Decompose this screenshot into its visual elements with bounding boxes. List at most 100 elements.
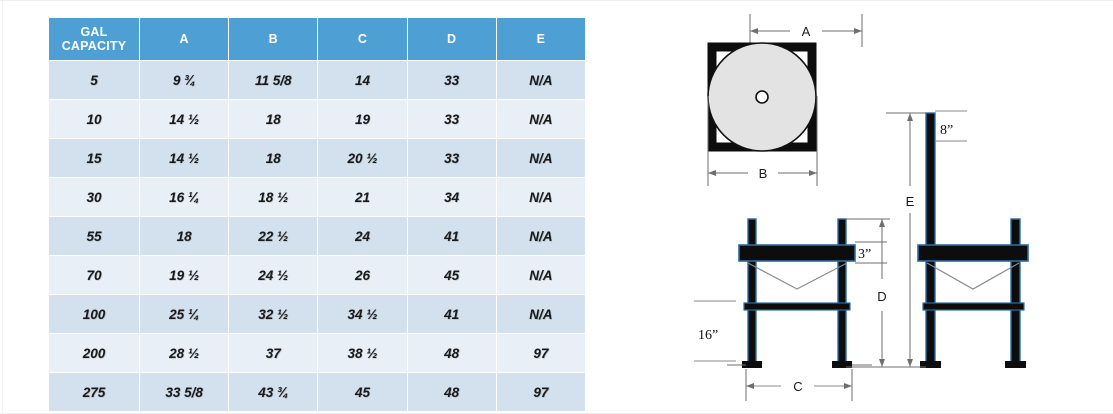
dimension-c-arrow-right bbox=[844, 383, 852, 389]
cell-a: 28 ½ bbox=[138, 333, 230, 373]
cell-e: N/A bbox=[495, 138, 587, 178]
cell-capacity: 70 bbox=[48, 255, 140, 295]
cell-capacity: 100 bbox=[48, 294, 140, 334]
dimension-b-arrow-left bbox=[708, 170, 716, 176]
cell-a: 14 ½ bbox=[138, 99, 230, 139]
table-row: 15 14 ½ 18 20 ½ 33 N/A bbox=[48, 138, 587, 178]
cell-d: 33 bbox=[406, 60, 497, 100]
dimension-e-group: E bbox=[882, 112, 926, 368]
cell-capacity: 5 bbox=[48, 60, 140, 100]
cell-a: 18 bbox=[138, 216, 230, 256]
right-stand-top-beam bbox=[917, 244, 1029, 262]
cell-a: 16 ¼ bbox=[138, 177, 230, 217]
table-row: 55 18 22 ½ 24 41 N/A bbox=[48, 216, 587, 256]
cell-b: 37 bbox=[228, 333, 319, 373]
dimension-label-e: E bbox=[906, 194, 915, 209]
table-row: 30 16 ¼ 18 ½ 21 34 N/A bbox=[48, 177, 587, 217]
table-row: 200 28 ½ 37 38 ½ 48 97 bbox=[48, 333, 587, 373]
cell-e: 97 bbox=[495, 372, 587, 412]
cell-capacity: 55 bbox=[48, 216, 140, 256]
left-stand-v-cradle bbox=[747, 262, 848, 290]
dimension-label-d: D bbox=[877, 289, 886, 304]
cell-c: 19 bbox=[317, 99, 408, 139]
cell-d: 48 bbox=[406, 333, 497, 373]
cell-a: 9 ¾ bbox=[138, 60, 230, 100]
cell-d: 33 bbox=[406, 99, 497, 139]
right-stand-mid-rail bbox=[922, 302, 1025, 311]
column-header-e: E bbox=[495, 17, 587, 61]
dimension-a-arrow-right bbox=[854, 28, 862, 34]
cell-capacity: 30 bbox=[48, 177, 140, 217]
cell-e: 97 bbox=[495, 333, 587, 373]
cell-b: 22 ½ bbox=[228, 216, 319, 256]
cell-d: 33 bbox=[406, 138, 497, 178]
table-header: GAL CAPACITY A B C D E bbox=[48, 17, 587, 61]
dimension-d-arrow-bottom bbox=[879, 359, 885, 367]
left-stand-foot-right bbox=[832, 361, 852, 368]
column-header-gal-capacity-line2: CAPACITY bbox=[61, 39, 127, 53]
dimension-label-b: B bbox=[759, 166, 768, 181]
cell-a: 19 ½ bbox=[138, 255, 230, 295]
dimension-eight-inch-group: 8” bbox=[935, 110, 967, 142]
cell-d: 41 bbox=[406, 294, 497, 334]
dimension-e-arrow-top bbox=[907, 113, 913, 121]
dimension-d-group: D bbox=[846, 218, 890, 368]
right-stand-foot-left bbox=[920, 361, 941, 368]
left-stand-mid-rail bbox=[743, 302, 851, 311]
cell-d: 41 bbox=[406, 216, 497, 256]
dimension-c-group: C bbox=[727, 364, 872, 401]
column-header-a: A bbox=[138, 17, 230, 61]
cell-b: 43 ¾ bbox=[228, 372, 319, 412]
tank-stand-diagram-panel: A B bbox=[686, 1, 1113, 413]
cell-e: N/A bbox=[495, 60, 587, 100]
cell-c: 21 bbox=[317, 177, 408, 217]
column-header-gal-capacity-line1: GAL bbox=[80, 24, 108, 39]
column-header-b: B bbox=[228, 17, 319, 61]
specification-table-panel: GAL CAPACITY A B C D E 5 9 ¾ 11 5/8 14 3… bbox=[48, 17, 587, 412]
dimension-label-sixteen-inch: 16” bbox=[698, 328, 718, 343]
dimension-a-arrow-left bbox=[750, 28, 758, 34]
cell-b: 18 ½ bbox=[228, 177, 319, 217]
dimension-label-three-inch: 3” bbox=[858, 247, 871, 262]
left-stand-top-beam bbox=[738, 244, 856, 262]
cell-e: N/A bbox=[495, 255, 587, 295]
left-stand-foot-left bbox=[742, 361, 762, 368]
left-stand-assembly bbox=[738, 218, 856, 368]
dimension-label-c: C bbox=[793, 379, 802, 394]
cell-b: 18 bbox=[228, 99, 319, 139]
right-stand-assembly bbox=[917, 112, 1029, 368]
cell-e: N/A bbox=[495, 177, 587, 217]
table-row: 100 25 ¼ 32 ½ 34 ½ 41 N/A bbox=[48, 294, 587, 334]
cell-b: 24 ½ bbox=[228, 255, 319, 295]
table-row: 10 14 ½ 18 19 33 N/A bbox=[48, 99, 587, 139]
cell-d: 45 bbox=[406, 255, 497, 295]
dimension-b-group: B bbox=[707, 96, 818, 186]
table-row: 70 19 ½ 24 ½ 26 45 N/A bbox=[48, 255, 587, 295]
cell-a: 25 ¼ bbox=[138, 294, 230, 334]
cell-b: 18 bbox=[228, 138, 319, 178]
cell-c: 34 ½ bbox=[317, 294, 408, 334]
column-header-gal-capacity: GAL CAPACITY bbox=[48, 17, 140, 61]
cell-c: 38 ½ bbox=[317, 333, 408, 373]
cell-c: 45 bbox=[317, 372, 408, 412]
cell-capacity: 200 bbox=[48, 333, 140, 373]
column-header-c: C bbox=[317, 17, 408, 61]
cell-e: N/A bbox=[495, 216, 587, 256]
cell-d: 34 bbox=[406, 177, 497, 217]
cell-b: 11 5/8 bbox=[228, 60, 319, 100]
right-stand-leg-tall bbox=[925, 112, 936, 368]
dimension-e-arrow-bottom bbox=[907, 359, 913, 367]
left-stand-leg-left bbox=[747, 218, 757, 368]
cell-b: 32 ½ bbox=[228, 294, 319, 334]
dimension-d-arrow-top bbox=[879, 219, 885, 227]
table-header-row: GAL CAPACITY A B C D E bbox=[48, 17, 587, 61]
dimension-c-arrow-left bbox=[746, 383, 754, 389]
cell-c: 26 bbox=[317, 255, 408, 295]
cell-e: N/A bbox=[495, 99, 587, 139]
right-stand-foot-right bbox=[1005, 361, 1026, 368]
tank-stand-drawing-svg: A B bbox=[694, 14, 1029, 401]
table-row: 275 33 5/8 43 ¾ 45 48 97 bbox=[48, 372, 587, 412]
dimension-label-a: A bbox=[802, 24, 811, 39]
right-stand-leg-short bbox=[1010, 218, 1021, 368]
